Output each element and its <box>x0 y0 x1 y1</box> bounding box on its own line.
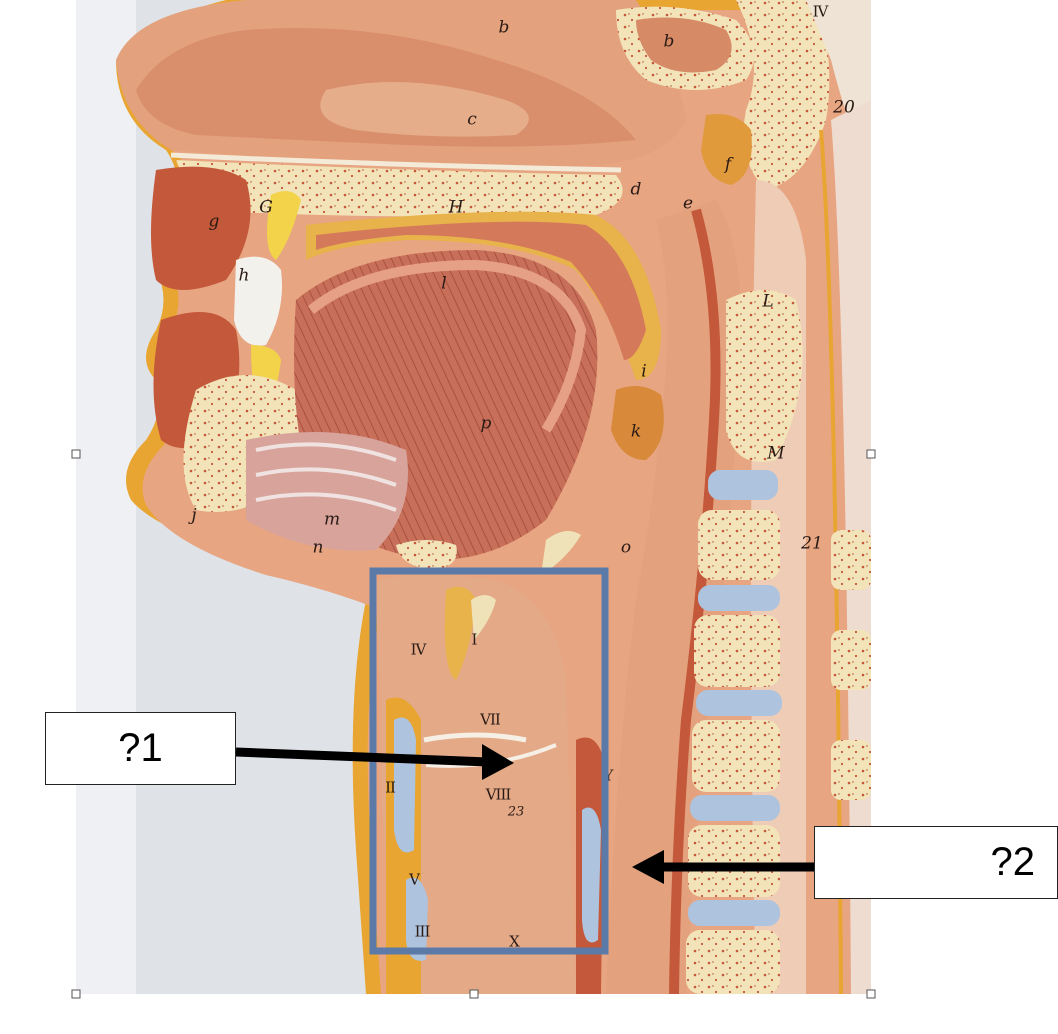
model-label-b1: b <box>498 17 510 38</box>
sagittal-head-neck-section <box>76 0 871 994</box>
model-label-f: f <box>724 154 732 175</box>
callout-box-1[interactable]: ?1 <box>45 712 236 785</box>
model-label-h: h <box>238 265 250 286</box>
model-label-p: p <box>480 413 492 434</box>
model-label-L: L <box>762 291 774 312</box>
model-label-m: m <box>323 509 341 530</box>
model-label-b2: b <box>663 31 675 52</box>
model-label-j: j <box>191 505 197 526</box>
model-label-M: M <box>767 443 785 464</box>
model-label-VII: VII <box>480 710 501 729</box>
anatomical-model-photo: b b c d e f g G H h i j k l L M m n o p … <box>76 0 871 994</box>
model-label-H: H <box>448 197 464 218</box>
model-label-k: k <box>630 421 642 442</box>
model-label-IV-top: IV <box>812 2 829 21</box>
callout-label-1: ?1 <box>118 726 163 770</box>
resize-handle-bottom-left[interactable] <box>71 989 81 999</box>
resize-handle-bottom-right[interactable] <box>866 989 876 999</box>
callout-box-2[interactable]: ?2 <box>814 826 1058 899</box>
model-label-X: X <box>509 932 520 951</box>
model-label-e: e <box>682 193 694 214</box>
callout-label-2: ?2 <box>990 840 1036 884</box>
model-label-23: 23 <box>507 804 525 820</box>
model-label-o: o <box>620 537 632 558</box>
model-label-G: G <box>259 197 273 218</box>
model-label-i: i <box>641 361 647 382</box>
model-label-n: n <box>312 537 324 558</box>
model-label-20: 20 <box>833 97 855 118</box>
model-label-I: I <box>471 630 478 649</box>
model-label-21: 21 <box>801 533 823 554</box>
model-label-g: g <box>208 211 220 232</box>
model-label-c: c <box>467 109 477 130</box>
model-label-V: V <box>409 870 420 889</box>
resize-handle-right[interactable] <box>866 449 876 459</box>
resize-handle-bottom[interactable] <box>469 989 479 999</box>
model-label-III: III <box>414 922 431 941</box>
model-label-IV: IV <box>410 640 427 659</box>
model-label-VIII: VIII <box>485 785 512 804</box>
model-label-II: II <box>385 778 396 797</box>
arrow-1 <box>235 744 514 780</box>
arrow-2 <box>632 850 815 884</box>
model-label-d: d <box>630 179 642 200</box>
resize-handle-left[interactable] <box>71 449 81 459</box>
model-label-l: l <box>441 273 447 294</box>
